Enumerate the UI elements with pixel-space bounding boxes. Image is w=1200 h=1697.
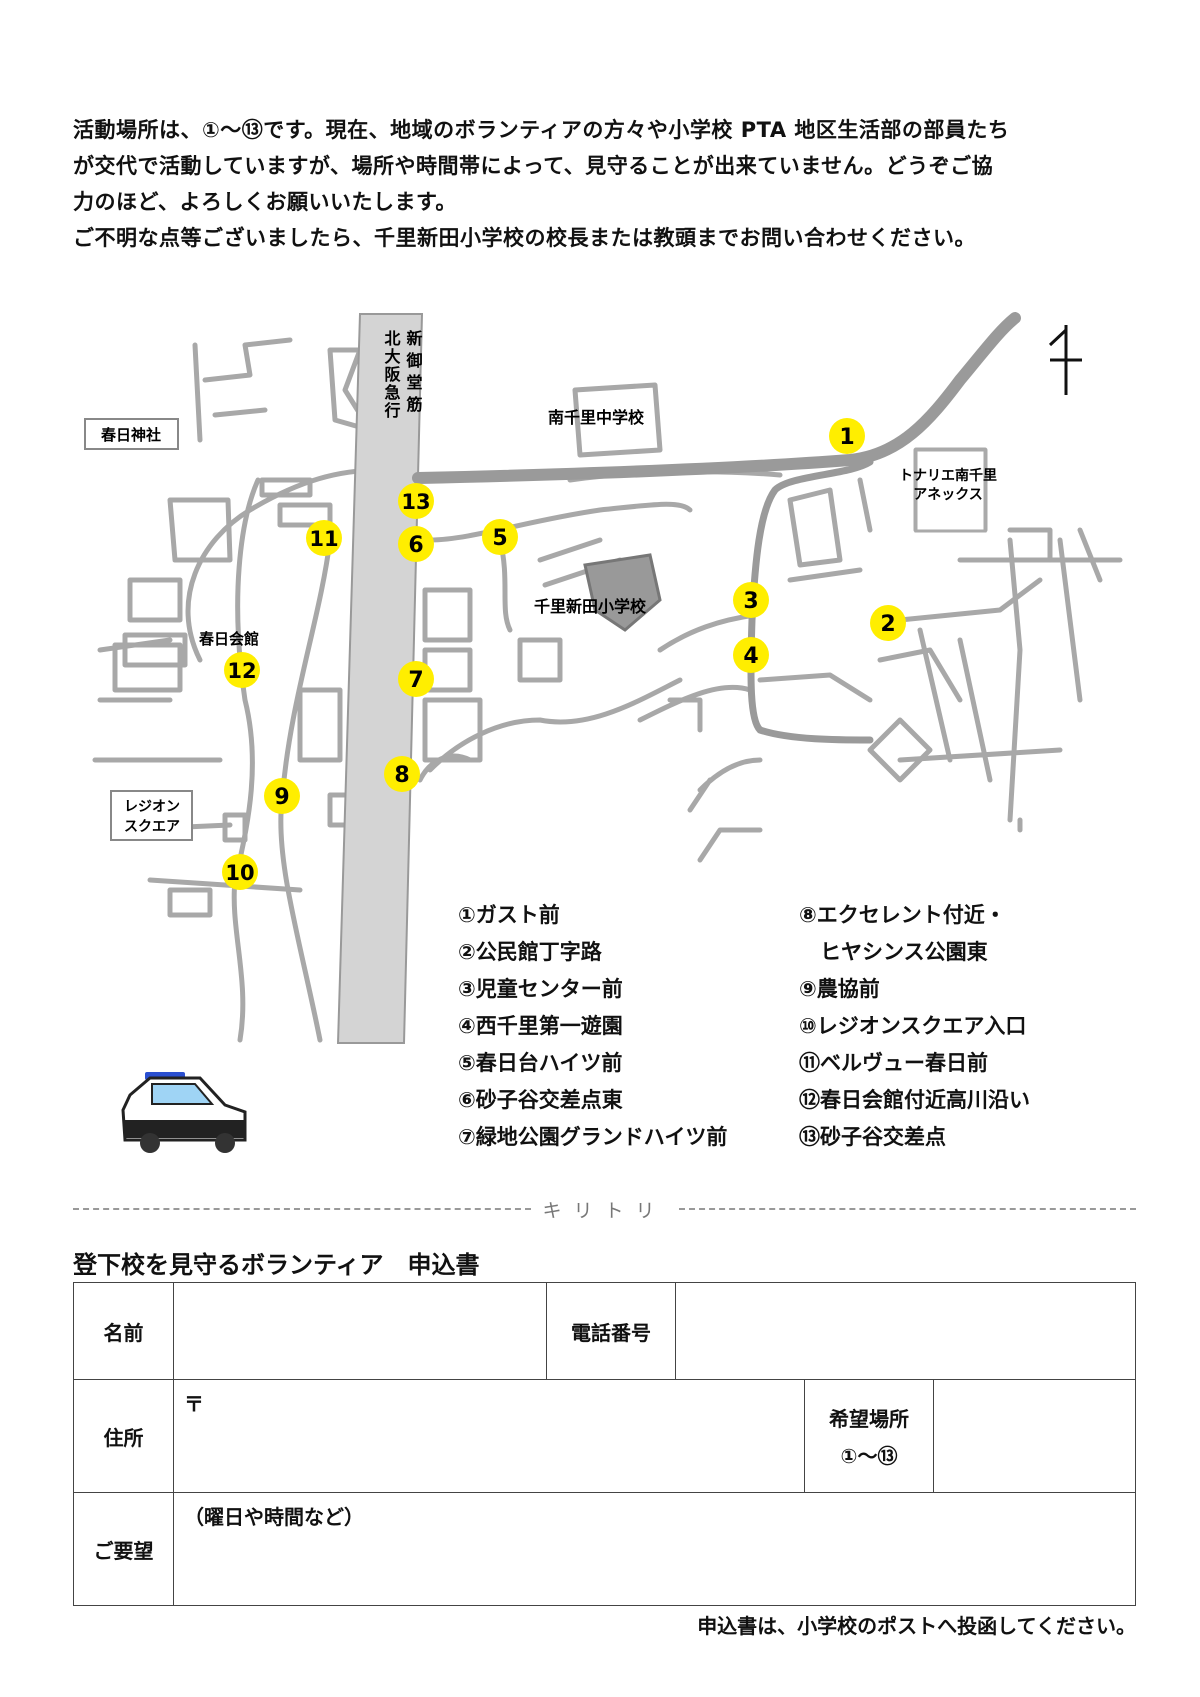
marker-circle	[733, 582, 769, 618]
marker-circle	[482, 519, 518, 555]
legend-item: ⑦緑地公園グランドハイツ前	[458, 1125, 728, 1149]
marker-label: 11	[309, 527, 338, 551]
legend-item: ⑪ベルヴュー春日前	[799, 1051, 988, 1075]
request-label: ご要望	[73, 1492, 174, 1606]
legend-item: ①ガスト前	[458, 903, 560, 927]
marker-circle	[829, 418, 865, 454]
marker-label: 1	[839, 425, 854, 450]
location-marker-3: 3	[733, 582, 769, 618]
location-marker-8: 8	[384, 756, 420, 792]
loop-road	[747, 458, 874, 744]
location-marker-13: 13	[398, 483, 434, 519]
marker-label: 2	[880, 612, 895, 637]
marker-circle	[398, 661, 434, 697]
location-marker-5: 5	[482, 519, 518, 555]
cut-line-label: キリトリ	[542, 1199, 667, 1222]
marker-label: 9	[274, 785, 289, 810]
phone-label: 電話番号	[546, 1282, 676, 1380]
legend-item: ⑤春日台ハイツ前	[458, 1051, 623, 1075]
cut-line-dash	[678, 1208, 1137, 1210]
location-marker-2: 2	[870, 605, 906, 641]
marker-circle	[398, 483, 434, 519]
marker-circle	[384, 756, 420, 792]
legend-item: ⑨農協前	[799, 977, 880, 1001]
form-title: 登下校を見守るボランティア 申込書	[73, 1251, 480, 1279]
location-marker-4: 4	[733, 637, 769, 673]
name-field[interactable]	[173, 1282, 547, 1380]
intro-line: ご不明な点等ございましたら、千里新田小学校の校長または教頭までお問い合わせくださ…	[73, 226, 976, 250]
label-kasuga-shrine: 春日神社	[101, 426, 161, 444]
legend-left: ①ガスト前 ②公民館丁字路 ③児童センター前 ④西千里第一遊園 ⑤春日台ハイツ前…	[458, 897, 727, 1156]
marker-circle	[398, 526, 434, 562]
address-field[interactable]: 〒	[173, 1379, 805, 1493]
location-marker-7: 7	[398, 661, 434, 697]
marker-circle	[224, 652, 260, 688]
label-minami-senri-jhs: 南千里中学校	[548, 408, 645, 427]
marker-circle	[306, 520, 342, 556]
legend-item: ②公民館丁字路	[458, 940, 602, 964]
marker-label: 12	[227, 659, 256, 683]
request-hint: （曜日や時間など）	[184, 1505, 364, 1529]
place-label-text: 希望場所	[829, 1407, 909, 1431]
marker-label: 10	[225, 861, 254, 885]
cut-line-dash	[73, 1208, 531, 1210]
marker-label: 5	[492, 526, 507, 551]
location-marker-11: 11	[306, 520, 342, 556]
place-range: ①～⑬	[840, 1444, 898, 1468]
label-kasuga-hall: 春日会館	[199, 630, 259, 648]
location-marker-12: 12	[224, 652, 260, 688]
location-marker-6: 6	[398, 526, 434, 562]
cut-line: キリトリ	[73, 1196, 1137, 1222]
name-label: 名前	[73, 1282, 174, 1380]
police-car-icon	[121, 1072, 247, 1153]
legend-item: ⑫春日会館付近高川沿い	[799, 1088, 1030, 1112]
marker-label: 6	[408, 533, 423, 558]
location-marker-9: 9	[264, 778, 300, 814]
marker-label: 8	[394, 763, 409, 788]
legend-right: ⑧エクセレント付近・ ヒヤシンス公園東 ⑨農協前 ⑩レジオンスクエア入口 ⑪ベル…	[799, 897, 1030, 1156]
location-marker-1: 1	[829, 418, 865, 454]
legend-item: ⑧エクセレント付近・	[799, 903, 1006, 927]
label-senri-nitta-es: 千里新田小学校	[534, 597, 647, 616]
marker-label: 7	[408, 668, 423, 693]
label-kita-osaka-kyuko: 北大阪急行	[382, 330, 402, 420]
intro-text: 活動場所は、①～⑬です。現在、地域のボランティアの方々や小学校 PTA 地区生活…	[73, 112, 1143, 256]
label-tonarie-1: トナリエ南千里	[899, 467, 997, 484]
legend-item: ⑩レジオンスクエア入口	[799, 1014, 1027, 1038]
legend-item: ⑥砂子谷交差点東	[458, 1088, 623, 1112]
request-field[interactable]: （曜日や時間など）	[173, 1492, 1136, 1606]
legend-item: ヒヤシンス公園東	[799, 940, 988, 964]
place-field[interactable]	[933, 1379, 1136, 1493]
school-grounds-icon	[583, 553, 662, 632]
marker-circle	[733, 637, 769, 673]
marker-label: 4	[743, 644, 758, 669]
legend-item: ⑬砂子谷交差点	[799, 1125, 946, 1149]
location-marker-10: 10	[222, 854, 258, 890]
legend-item: ④西千里第一遊園	[458, 1014, 623, 1038]
postal-mark: 〒	[184, 1392, 204, 1416]
intro-line: 活動場所は、①～⑬です。現在、地域のボランティアの方々や小学校 PTA 地区生活…	[73, 118, 1010, 142]
phone-field[interactable]	[675, 1282, 1136, 1380]
label-legion-2: スクエア	[124, 819, 180, 835]
marker-circle	[870, 605, 906, 641]
marker-label: 13	[401, 490, 430, 514]
north-arrow-icon	[1048, 325, 1082, 395]
address-label: 住所	[73, 1379, 174, 1493]
intro-line: が交代で活動していますが、場所や時間帯によって、見守ることが出来ていません。どう…	[73, 154, 994, 178]
submission-note: 申込書は、小学校のポストへ投函してください。	[697, 1614, 1136, 1638]
label-tonarie-2: アネックス	[913, 487, 983, 503]
marker-circle	[222, 854, 258, 890]
label-shinmido-suji: 新御堂筋	[404, 329, 424, 418]
intro-line: 力のほど、よろしくお願いいたします。	[73, 190, 457, 214]
streets	[92, 337, 1123, 1043]
application-form: 名前 電話番号 住所 〒 希望場所 ①～⑬ ご要望 （曜日や時間など）	[73, 1282, 1136, 1606]
legend-item: ③児童センター前	[458, 977, 623, 1001]
marker-circle	[264, 778, 300, 814]
main-road	[412, 312, 1021, 484]
label-legion-1: レジオン	[124, 799, 180, 815]
marker-label: 3	[743, 589, 758, 614]
place-label: 希望場所 ①～⑬	[804, 1379, 934, 1493]
area-map: 春日神社 南千里中学校 トナリエ南千里 アネックス 千里新田小学校 春日会館 レ…	[84, 312, 1123, 1153]
